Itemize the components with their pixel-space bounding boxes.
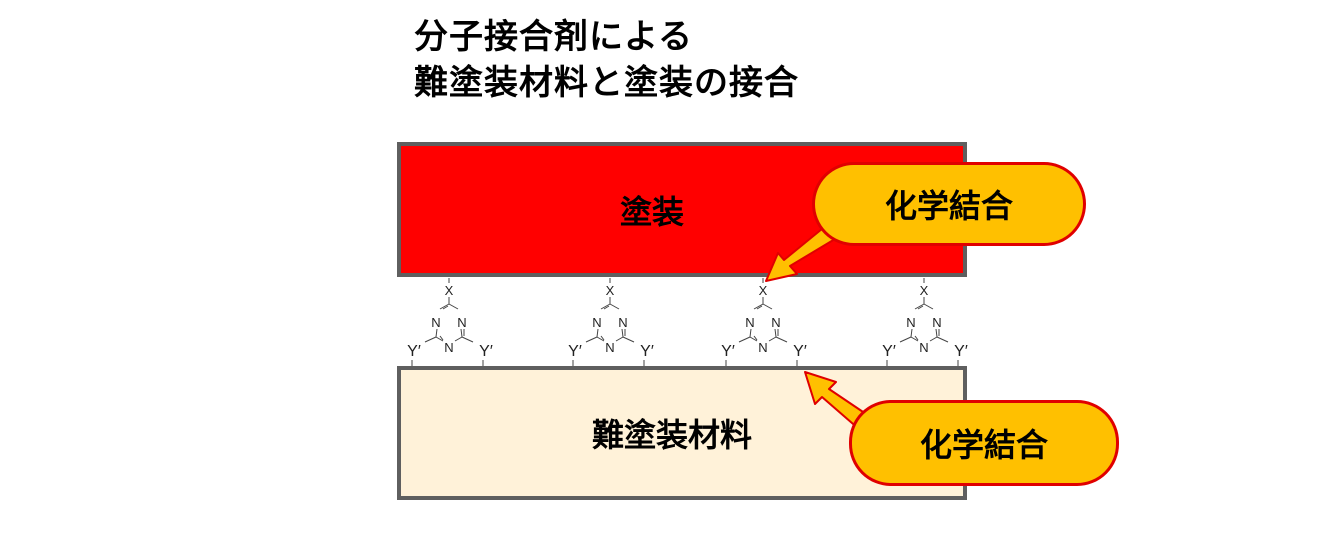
bond <box>762 303 773 310</box>
title-line-2: 難塗装材料と塗装の接合 <box>414 63 799 103</box>
bond <box>439 303 450 310</box>
bond <box>439 335 444 341</box>
bond <box>910 336 919 342</box>
bond <box>609 303 620 310</box>
y-group-label: Y′ <box>721 343 735 360</box>
n-atom-label: N <box>431 315 440 330</box>
bond <box>753 335 758 341</box>
x-group-label: X <box>445 283 454 298</box>
y-group-label: Y′ <box>954 343 968 360</box>
bond <box>435 328 438 338</box>
n-atom-label: N <box>618 315 627 330</box>
bond <box>899 336 912 343</box>
bond <box>621 328 624 338</box>
bond <box>923 303 934 310</box>
bond <box>596 328 599 338</box>
title-line-1: 分子接合剤による <box>414 17 693 57</box>
callout-label: 化学結合 <box>884 187 1013 225</box>
bond <box>929 336 938 342</box>
bond <box>622 336 635 343</box>
n-atom-label: N <box>592 315 601 330</box>
n-atom-label: N <box>906 315 915 330</box>
bond <box>935 328 938 338</box>
x-group-label: X <box>606 283 615 298</box>
bond <box>454 336 463 342</box>
bond <box>603 305 610 310</box>
x-group-label: X <box>759 283 768 298</box>
n-atom-label: N <box>919 340 928 355</box>
bond <box>914 303 925 310</box>
bond <box>910 328 913 338</box>
bond <box>442 305 449 310</box>
y-group-label: Y′ <box>793 343 807 360</box>
bond <box>753 303 764 310</box>
bond <box>460 328 463 338</box>
chemical-bond-callout-top: 化学結合 <box>812 162 1086 246</box>
y-group-label: Y′ <box>568 343 582 360</box>
bond <box>600 303 611 310</box>
n-atom-label: N <box>932 315 941 330</box>
bond <box>749 336 758 342</box>
n-atom-label: N <box>444 340 453 355</box>
bond <box>774 328 777 338</box>
bond <box>914 335 919 341</box>
y-group-label: Y′ <box>407 343 421 360</box>
y-group-label: Y′ <box>479 343 493 360</box>
bond <box>615 336 624 342</box>
bond <box>461 336 474 343</box>
n-atom-label: N <box>605 340 614 355</box>
bond <box>768 336 777 342</box>
diagram-title: 分子接合剤による 難塗装材料と塗装の接合 <box>414 14 799 106</box>
bond <box>756 305 763 310</box>
y-group-label: Y′ <box>882 343 896 360</box>
callout-label: 化学結合 <box>919 426 1048 464</box>
bond <box>435 336 444 342</box>
bond <box>596 336 605 342</box>
n-atom-label: N <box>457 315 466 330</box>
bond <box>585 336 598 343</box>
bond <box>936 336 949 343</box>
bond <box>917 305 924 310</box>
bond <box>749 328 752 338</box>
n-atom-label: N <box>745 315 754 330</box>
n-atom-label: N <box>758 340 767 355</box>
bond <box>448 303 459 310</box>
chemical-bond-callout-bottom: 化学結合 <box>849 400 1119 486</box>
bond <box>600 335 605 341</box>
substrate-label: 難塗装材料 <box>591 416 752 454</box>
arrow-to-coating <box>765 223 841 282</box>
bond <box>775 336 788 343</box>
bond <box>738 336 751 343</box>
coating-label: 塗装 <box>619 192 684 231</box>
x-group-label: X <box>920 283 929 298</box>
bond <box>424 336 437 343</box>
n-atom-label: N <box>771 315 780 330</box>
y-group-label: Y′ <box>640 343 654 360</box>
